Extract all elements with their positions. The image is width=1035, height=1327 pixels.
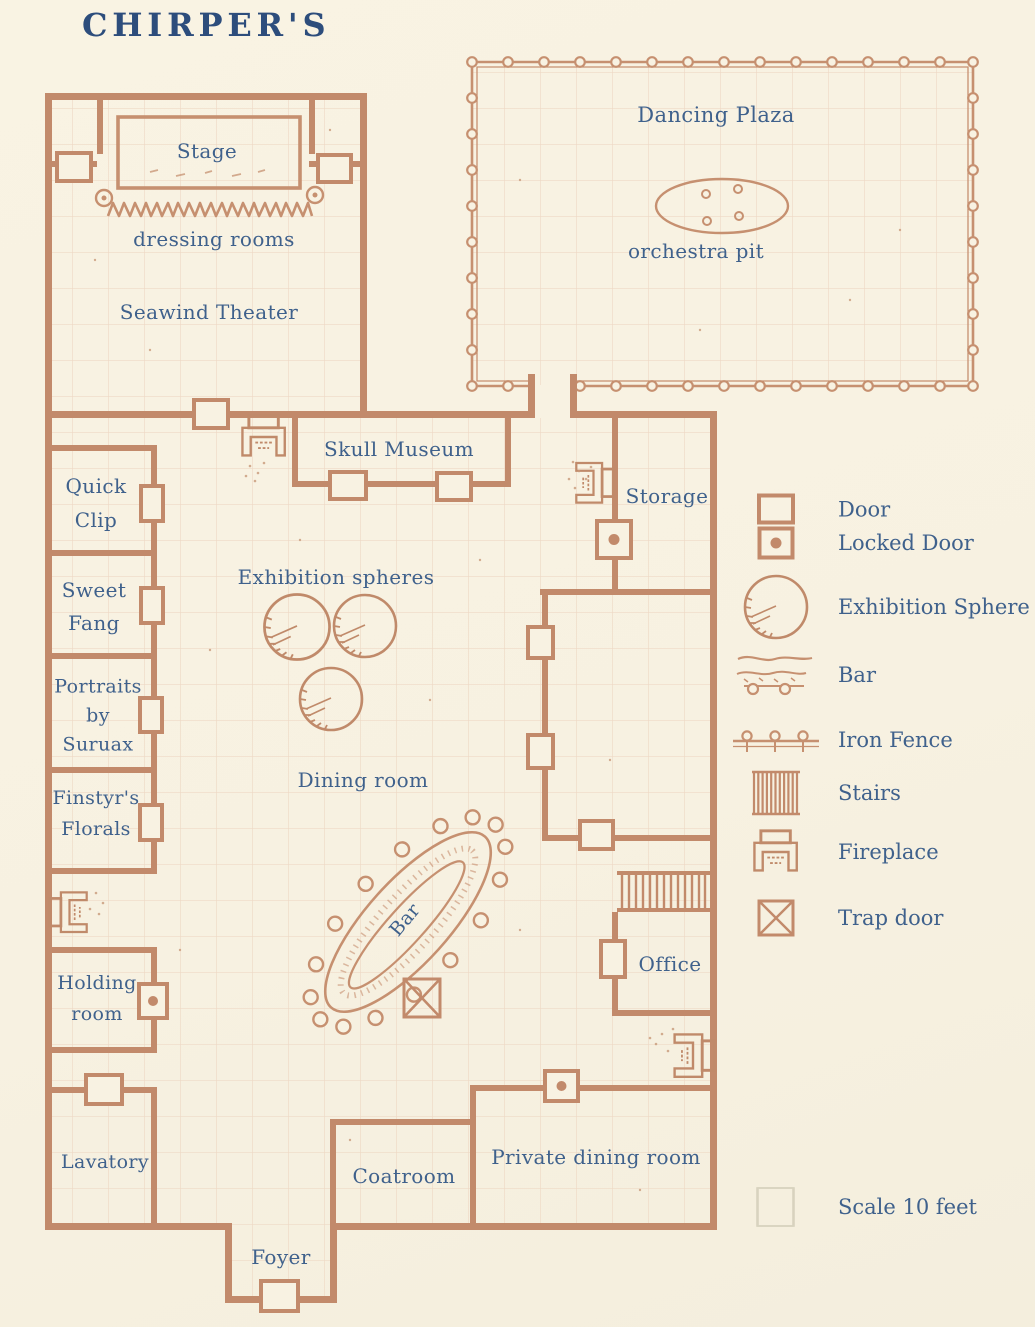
- sweet-fang-line: Fang: [68, 611, 120, 635]
- seawind-theater-label: Seawind Theater: [119, 300, 299, 324]
- finstyr-line: Finstyr's: [52, 787, 140, 809]
- dining-room-label: Dining room: [297, 768, 429, 792]
- legend-row-exhibition-sphere: Exhibition Sphere: [728, 570, 1030, 644]
- door-icon: [526, 733, 555, 770]
- locked-door-icon: [757, 526, 795, 560]
- stairs-icon: [752, 770, 800, 816]
- finstyr-line: Florals: [61, 818, 131, 840]
- legend-row-trap-door: Trap door: [728, 898, 943, 938]
- legend-label-scale: Scale 10 feet: [838, 1195, 977, 1219]
- orchestra-pit: [654, 177, 790, 235]
- quick-clip-line: Quick: [65, 474, 127, 498]
- door-icon: [139, 484, 165, 523]
- locked-door-icon: [543, 1069, 580, 1103]
- scale-square-icon: [757, 1187, 795, 1227]
- legend-icon-box: [728, 525, 824, 561]
- door-icon: [138, 803, 164, 842]
- speckle-texture: [88, 128, 902, 1192]
- door-icon: [316, 153, 353, 184]
- quick-clip-label: Quick Clip: [66, 469, 127, 537]
- dancing-plaza-label: Dancing Plaza: [637, 103, 795, 127]
- legend-label-fireplace: Fireplace: [838, 840, 939, 864]
- dressing-rooms-label: dressing rooms: [133, 227, 295, 251]
- doors: [55, 151, 633, 1313]
- legend-label-door: Door: [838, 497, 891, 521]
- locked-door-icon: [137, 982, 169, 1020]
- skull-museum-label: Skull Museum: [324, 437, 474, 461]
- trap-door-icon: [757, 899, 795, 937]
- door-icon: [599, 939, 627, 979]
- portraits-line: Portraits: [54, 675, 142, 698]
- door-icon: [757, 493, 795, 525]
- finstyrs-florals-label: Finstyr's Florals: [52, 783, 139, 845]
- legend-label-trap-door: Trap door: [838, 906, 944, 930]
- bar-stools: [302, 809, 514, 1035]
- stage: [116, 115, 302, 190]
- legend-icon-box: [728, 898, 824, 938]
- legend-label-iron-fence: Iron Fence: [838, 728, 953, 752]
- legend-icon-box: [728, 570, 824, 644]
- legend-row-stairs: Stairs: [728, 770, 901, 816]
- door-icon: [328, 470, 368, 501]
- iron-fence: [466, 56, 979, 392]
- portraits-line: Suruax: [62, 733, 134, 756]
- legend-icon-box: [728, 492, 824, 527]
- door-icon: [55, 151, 93, 183]
- legend-row-door: Door: [728, 492, 890, 527]
- sweet-fang-line: Sweet: [61, 578, 127, 602]
- orchestra-pit-label: orchestra pit: [627, 239, 765, 263]
- holding-room-line: room: [71, 1003, 123, 1025]
- portraits-by-suruax-label: Portraits by Suruax: [54, 673, 141, 760]
- trap-door-icon: [402, 977, 442, 1019]
- portraits-line: by: [86, 704, 110, 727]
- legend-icon-box: [728, 770, 824, 816]
- legend-row-iron-fence: Iron Fence: [728, 726, 953, 754]
- door-icon: [138, 696, 164, 734]
- legend-label-bar: Bar: [838, 663, 876, 687]
- foyer-label: Foyer: [251, 1245, 311, 1269]
- holding-room-line: Holding: [57, 972, 137, 994]
- stage-label: Stage: [176, 139, 238, 163]
- legend-row-fireplace: Fireplace: [728, 828, 939, 876]
- stairs-icon: [617, 871, 710, 912]
- walls: [45, 93, 717, 1303]
- legend-row-locked-door: Locked Door: [728, 525, 974, 561]
- door-icon: [139, 586, 165, 625]
- legend-label-exhibition-sphere: Exhibition Sphere: [838, 595, 1030, 619]
- door-icon: [578, 819, 615, 851]
- private-dining-room-label: Private dining room: [491, 1145, 701, 1169]
- storage-label: Storage: [625, 484, 709, 508]
- coatroom-label: Coatroom: [352, 1164, 456, 1188]
- legend-row-scale: Scale 10 feet: [728, 1185, 977, 1229]
- exhibition-sphere-icon: [743, 574, 809, 640]
- door-icon: [192, 398, 230, 430]
- quick-clip-line: Clip: [74, 508, 118, 532]
- door-icon: [84, 1073, 124, 1106]
- office-label: Office: [638, 952, 702, 976]
- lavatory-label: Lavatory: [61, 1151, 149, 1173]
- fireplace-icon: [752, 829, 799, 872]
- sweet-fang-label: Sweet Fang: [62, 574, 127, 640]
- door-icon: [526, 625, 555, 660]
- door-icon: [259, 1279, 300, 1313]
- legend-icon-box: [728, 828, 824, 876]
- iron-fence-icon: [733, 730, 819, 752]
- map-title: CHIRPER'S: [82, 6, 331, 44]
- legend-label-stairs: Stairs: [838, 781, 901, 805]
- exhibition-spheres-label: Exhibition spheres: [237, 565, 435, 589]
- legend-label-locked-door: Locked Door: [838, 531, 974, 555]
- stage-curtain: [94, 185, 325, 218]
- fence-posts: [466, 56, 979, 392]
- legend-row-bar: Bar: [728, 652, 876, 698]
- bar-icon: [736, 655, 813, 696]
- door-icon: [435, 471, 473, 502]
- legend-icon-box: [728, 652, 824, 698]
- legend-icon-box: [728, 1185, 824, 1229]
- locked-door-icon: [595, 519, 633, 560]
- holding-room-label: Holding room: [57, 968, 136, 1030]
- legend-icon-box: [728, 726, 824, 754]
